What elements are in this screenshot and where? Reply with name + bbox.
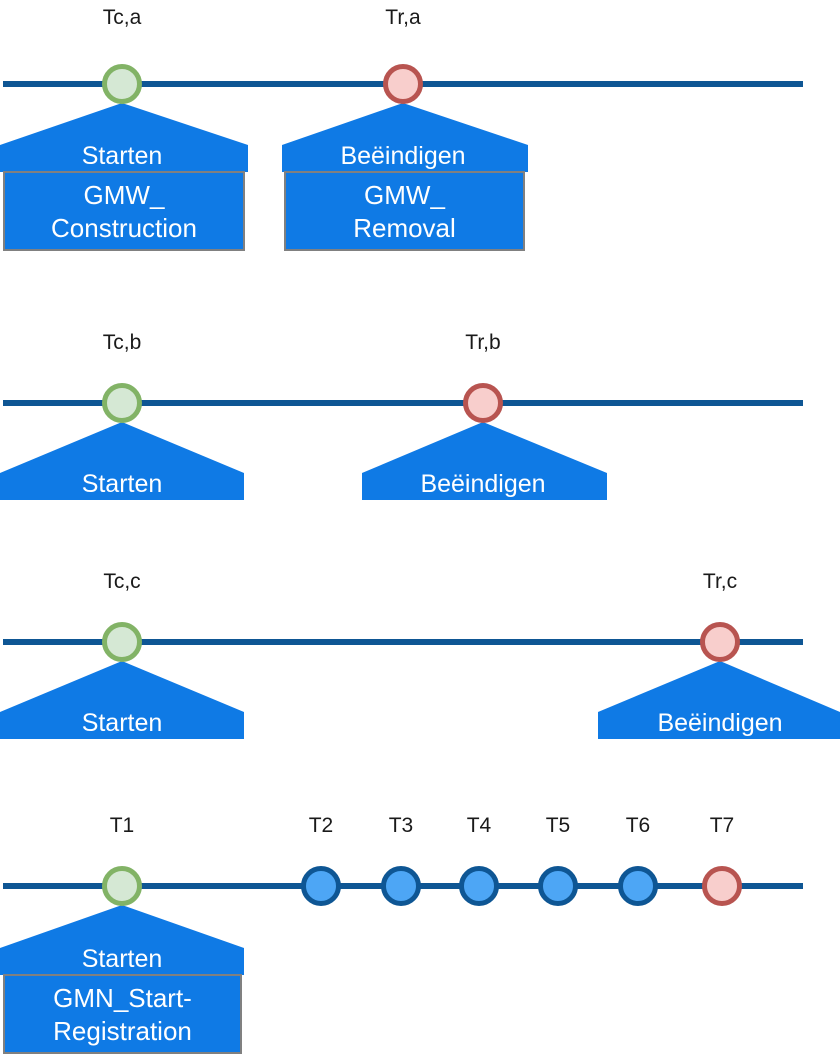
end-marker-tr-a[interactable] <box>383 64 423 104</box>
event-tent-gmn-start-registration <box>0 905 244 975</box>
event-tent-gmw-construction <box>0 103 248 172</box>
timeline-row: Starten Beëindigen Tc,c Tr,c <box>0 570 840 739</box>
start-marker-tc-c[interactable] <box>102 622 142 662</box>
event-tent-end-c <box>598 661 840 739</box>
event-tent-label-gmw-removal: Beëindigen <box>340 142 465 170</box>
event-marker-t2[interactable] <box>301 866 341 906</box>
timeline-rows-group: StartenGMW_ConstructionBeëindigenGMW_Rem… <box>0 6 840 1054</box>
event-marker-t4[interactable] <box>459 866 499 906</box>
end-marker-tr-c[interactable] <box>700 622 740 662</box>
event-marker-t6[interactable] <box>618 866 658 906</box>
event-tent-label-end-b: Beëindigen <box>420 470 545 498</box>
event-tent-label-start-b: Starten <box>82 470 163 498</box>
timeline-row: Starten Beëindigen Tc,b Tr,b <box>0 331 803 500</box>
end-marker-t7[interactable] <box>702 866 742 906</box>
marker-label-t5: T5 <box>546 814 571 837</box>
marker-label-t7: T7 <box>710 814 735 837</box>
marker-label-tr-c: Tr,c <box>703 570 737 593</box>
event-tent-start-c <box>0 661 244 739</box>
marker-label-t2: T2 <box>309 814 334 837</box>
event-tent-label-start-c: Starten <box>82 709 163 737</box>
event-tent-start-b <box>0 422 244 500</box>
event-tent-label-gmw-construction: Starten <box>82 142 163 170</box>
event-box-label-gmw-removal-line-1: Removal <box>353 213 456 243</box>
marker-label-tc-c: Tc,c <box>103 570 140 593</box>
event-tent-label-end-c: Beëindigen <box>657 709 782 737</box>
marker-label-t1: T1 <box>110 814 135 837</box>
event-box-label-gmw-construction-line-0: GMW_ <box>84 180 165 210</box>
marker-label-tr-a: Tr,a <box>385 6 421 29</box>
start-marker-tc-b[interactable] <box>102 383 142 423</box>
marker-label-t3: T3 <box>389 814 414 837</box>
timeline-row: StartenGMW_ConstructionBeëindigenGMW_Rem… <box>0 6 803 251</box>
marker-label-t4: T4 <box>467 814 492 837</box>
event-box-label-gmn-start-registration-line-1: Registration <box>53 1016 192 1046</box>
marker-label-tr-b: Tr,b <box>465 331 500 354</box>
event-tent-end-b <box>362 422 607 500</box>
start-marker-tc-a[interactable] <box>102 64 142 104</box>
event-box-gmw-construction <box>3 171 245 251</box>
event-box-gmw-removal <box>284 171 525 251</box>
event-marker-t3[interactable] <box>381 866 421 906</box>
marker-label-t6: T6 <box>626 814 651 837</box>
end-marker-tr-b[interactable] <box>463 383 503 423</box>
event-marker-t5[interactable] <box>538 866 578 906</box>
event-box-label-gmn-start-registration-line-0: GMN_Start- <box>53 983 192 1013</box>
event-tent-label-gmn-start-registration: Starten <box>82 945 163 973</box>
event-box-gmn-start-registration <box>3 974 242 1054</box>
event-box-label-gmw-removal-line-0: GMW_ <box>364 180 445 210</box>
event-box-label-gmw-construction-line-1: Construction <box>51 213 197 243</box>
marker-label-tc-a: Tc,a <box>103 6 142 29</box>
marker-label-tc-b: Tc,b <box>103 331 142 354</box>
event-tent-gmw-removal <box>282 103 528 172</box>
start-marker-t1[interactable] <box>102 866 142 906</box>
